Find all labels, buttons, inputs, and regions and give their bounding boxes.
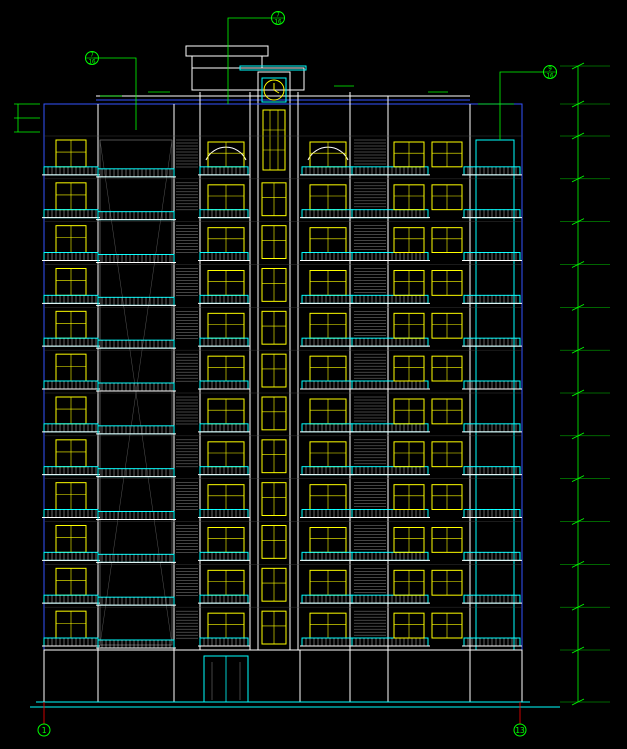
- axis-label-right: 13: [515, 726, 525, 735]
- clock-face-icon: [263, 79, 285, 101]
- floor-rows: [42, 135, 522, 649]
- callout-bubble-left: 7 16: [85, 51, 99, 66]
- callout-1-top: 7: [276, 12, 280, 19]
- ground-floor: [30, 649, 560, 708]
- level-markers: [14, 85, 514, 133]
- axis-grid: 1 13: [37, 702, 527, 737]
- axis-label-left: 1: [42, 726, 47, 735]
- callout-1-bottom: 16: [274, 19, 282, 26]
- roof-structure: [96, 45, 470, 101]
- axis-marker-right: [513, 723, 527, 737]
- axis-marker-left: [37, 723, 51, 737]
- callout-bubble-right: 9 16: [543, 65, 557, 80]
- callout-bubble-roof: 7 16: [271, 11, 285, 26]
- callout-3-bottom: 16: [546, 73, 554, 80]
- callout-2-bottom: 16: [88, 59, 96, 66]
- callout-2-top: 7: [90, 52, 94, 59]
- callout-leaders: [94, 17, 544, 140]
- callout-3-top: 9: [548, 66, 552, 73]
- dimension-chain: [560, 62, 610, 706]
